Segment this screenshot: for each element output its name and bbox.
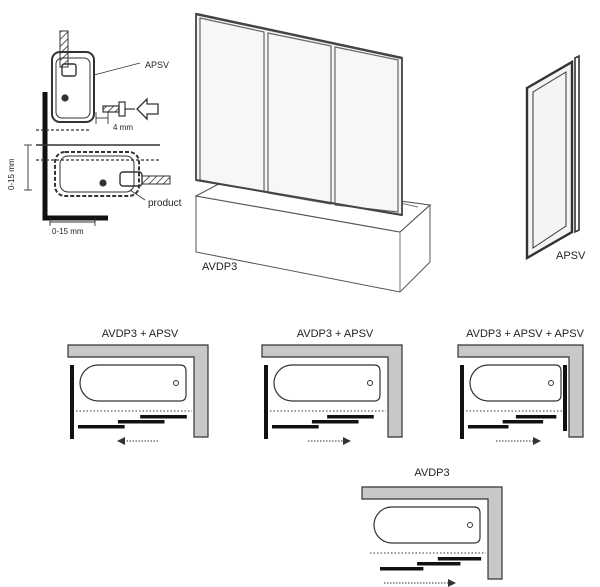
- bottom-profile-inner: [59, 155, 135, 193]
- top-screw-hole: [61, 94, 69, 102]
- side-panel-frame: [525, 59, 574, 261]
- layout-title: AVDP3: [414, 467, 449, 479]
- push-arrow-icon: [136, 97, 159, 121]
- sliding-door-panel: [272, 425, 319, 429]
- bottom-screw-hole: [99, 179, 107, 187]
- mounting-detail: [24, 30, 171, 226]
- side-panel-illustration: [525, 54, 580, 261]
- range-vertical-label: 0-15 mm: [7, 158, 16, 190]
- wall: [261, 344, 403, 438]
- top-profile: [51, 51, 95, 123]
- sliding-door-panel: [327, 415, 374, 419]
- sliding-door-panel: [417, 562, 461, 566]
- sliding-door-panel: [468, 425, 509, 429]
- sliding-door-panel: [311, 420, 359, 424]
- wall: [457, 344, 584, 438]
- fixing-screw: [102, 101, 135, 117]
- drain-icon: [367, 380, 373, 386]
- layout-plan-2: AVDP3 + APSV: [261, 328, 403, 445]
- bath-outline: [79, 364, 187, 402]
- side-panel-glass: [532, 71, 567, 249]
- screen-panel-2: [267, 32, 332, 205]
- gap-label: 4 mm: [113, 123, 133, 132]
- product-label: product: [148, 198, 182, 209]
- bath-outline: [373, 506, 481, 544]
- wall: [67, 344, 209, 438]
- top-clip: [61, 63, 77, 77]
- layout-title: AVDP3 + APSV: [297, 328, 374, 340]
- sliding-door-panel: [502, 420, 544, 424]
- drain-icon: [548, 380, 554, 386]
- drain-icon: [467, 522, 473, 528]
- layout-plan-1: AVDP3 + APSV: [67, 328, 209, 445]
- layout-plans: AVDP3 + APSV AVDP3 + APSV AVDP3 + APSV + A…: [67, 328, 585, 587]
- main-product-label: AVDP3: [202, 261, 237, 273]
- wall: [361, 486, 503, 580]
- sliding-door-panel: [437, 557, 482, 561]
- side-panel-left: [70, 365, 74, 439]
- bath-outline: [469, 364, 562, 402]
- layout-title: AVDP3 + APSV: [102, 328, 179, 340]
- apsv-detail-label: APSV: [145, 60, 169, 70]
- sliding-door-panel: [515, 415, 557, 419]
- side-panel-profile: [574, 54, 580, 234]
- sliding-door-panel: [140, 415, 187, 419]
- top-profile-inner: [55, 57, 91, 119]
- range-horizontal-label: 0-15 mm: [52, 227, 84, 236]
- shower-screen: [195, 12, 403, 217]
- side-panel-label: APSV: [556, 250, 586, 262]
- sliding-door-panel: [78, 425, 125, 429]
- side-panel-right: [563, 365, 567, 431]
- bath-outline: [273, 364, 381, 402]
- screen-panel-3: [334, 46, 399, 213]
- layout-title: AVDP3 + APSV + APSV: [466, 328, 584, 340]
- sliding-door-panel: [117, 420, 165, 424]
- layout-plan-3: AVDP3 + APSV + APSV: [457, 328, 585, 445]
- layout-plan-4: AVDP3: [361, 467, 503, 587]
- drain-icon: [173, 380, 179, 386]
- bottom-profile: [54, 151, 140, 197]
- sliding-door-panel: [380, 567, 424, 571]
- side-panel-left: [460, 365, 464, 439]
- product-screw: [141, 175, 171, 185]
- side-panel-left: [264, 365, 268, 439]
- top-screw: [59, 30, 69, 68]
- wall-profile: [42, 92, 108, 221]
- screen-panel-1: [199, 17, 265, 193]
